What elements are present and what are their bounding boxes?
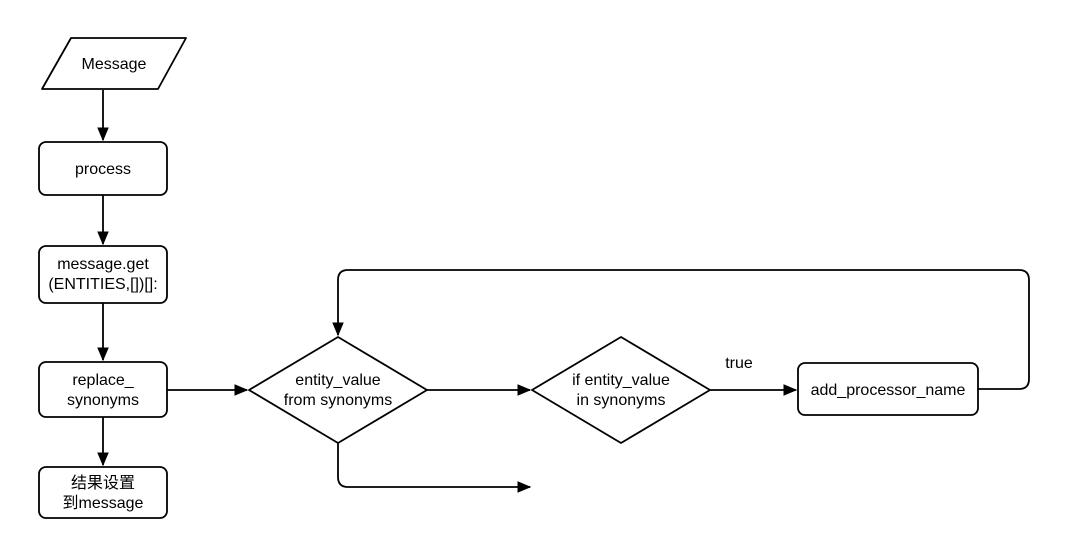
edge-add-processor-name-loop-back [332,269,1030,390]
node-replace-synonyms: replace_ synonyms [38,361,168,418]
node-entity-value-from-synonyms: entity_value from synonyms [248,336,428,444]
node-message-get-label-line1: message.get [57,256,149,273]
node-add-processor-name: add_processor_name [797,362,979,416]
rect-shape [38,361,168,418]
node-entity-value-label-line2: from synonyms [284,392,392,409]
edge-entity-value-diamond-false-branch [337,443,532,493]
node-process: process [38,141,168,196]
rect-shape [38,466,168,519]
node-message: Message [41,37,187,90]
edges: true [97,90,1030,493]
node-set-result-label-line1: 结果设置 [71,474,135,492]
node-entity-value-label-line1: entity_value [295,372,380,389]
node-if-entity-value-in-synonyms: if entity_value in synonyms [531,336,711,444]
node-message-get-label-line2: (ENTITIES,[])[]: [48,276,157,293]
node-replace-synonyms-label-line1: replace_ [72,372,134,389]
node-replace-synonyms-label-line2: synonyms [67,392,139,409]
parallelogram-shape [41,37,187,90]
node-if-entity-value-label-line1: if entity_value [572,372,670,389]
diamond-shape [248,336,428,444]
node-set-result-to-message: 结果设置 到message [38,466,168,519]
rect-shape [38,141,168,196]
node-set-result-label-line2: 到message [63,494,144,512]
node-add-processor-name-label: add_processor_name [811,382,966,399]
rect-shape [797,362,979,416]
node-message-label: Message [82,56,147,73]
rect-shape [38,245,168,304]
node-process-label: process [75,161,131,178]
node-if-entity-value-label-line2: in synonyms [577,392,666,409]
edge-label-true: true [725,355,753,372]
diamond-shape [531,336,711,444]
node-message-get: message.get (ENTITIES,[])[]: [38,245,168,304]
